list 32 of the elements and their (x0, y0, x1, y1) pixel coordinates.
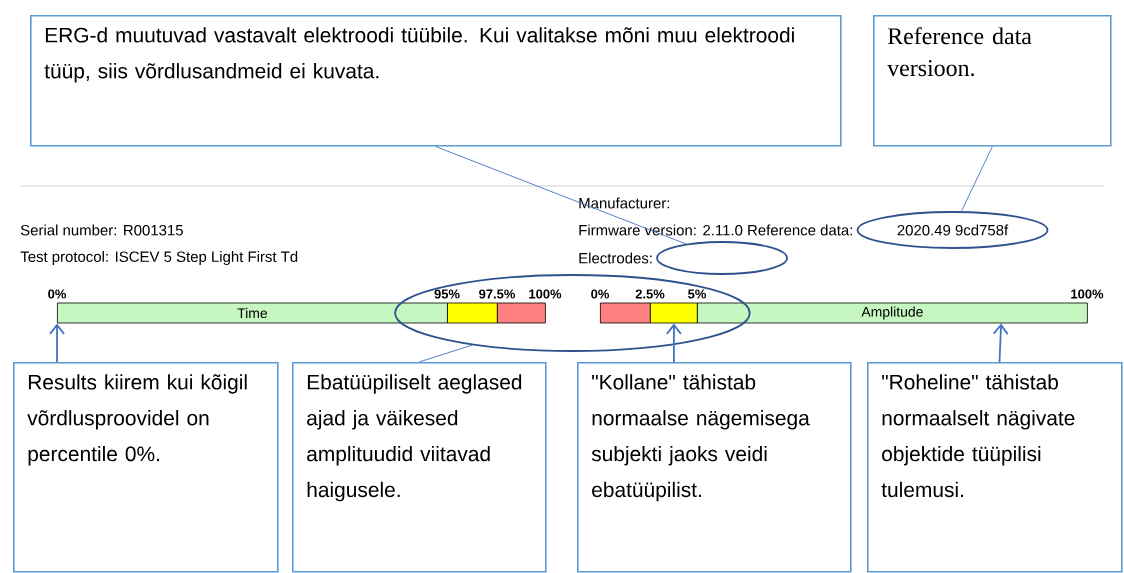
tick-label: 95% (434, 289, 460, 299)
callout-box: ERG-d muutuvad vastavalt elektroodi tüübile. Kui valitakse mõni muu elektroodi tüüp, siis võrdlusandmeid ei kuvata. (30, 15, 842, 147)
time-bar: Time (57, 302, 448, 324)
report-text: Serial number: R001315 (20, 224, 183, 236)
report-text: Test protocol: ISCEV 5 Step Light First Td (20, 251, 298, 265)
callout-box: Ebatüüpiliselt aeglased ajad ja väikesed amplituudid viitavad haigusele. (292, 362, 547, 573)
callout-box: "Roheline" tähistab normaalselt nägivate objektide tüüpilisi tulemusi. (867, 362, 1123, 573)
tick-label: 2.5% (635, 289, 665, 299)
bar-segment (650, 302, 698, 324)
tick-label: 100% (529, 289, 562, 299)
callout-box: "Kollane" tähistab normaalse nägemisega subjekti jaoks veidi ebatüüpilist. (577, 362, 852, 573)
bar-segment (447, 302, 498, 324)
amplitude-bar: Amplitude (697, 302, 1088, 324)
leader-line (961, 146, 993, 212)
highlight-ellipse (394, 274, 751, 352)
tick-label: 100% (1071, 289, 1104, 299)
bar-segment (600, 302, 651, 324)
arrow (666, 323, 682, 363)
leader-line (435, 146, 687, 245)
callout-box: Results kiirem kui kõigil võrdlusproovidel on percentile 0%. (13, 362, 279, 573)
tick-label: 0% (591, 289, 609, 299)
report-text: Firmware version: 2.11.0 Reference data: (579, 224, 852, 236)
arrow (49, 323, 65, 363)
bar-segment (497, 302, 546, 324)
tick-label: 0% (48, 289, 66, 299)
report-text: Manufacturer: (579, 197, 669, 209)
callout-box: Reference data versioon. (873, 15, 1112, 147)
tick-label: 5% (688, 289, 706, 299)
report-text: Electrodes: (579, 252, 652, 264)
tick-label: 97.5% (479, 289, 515, 299)
arrow (992, 323, 1009, 363)
highlight-ellipse (656, 241, 788, 275)
